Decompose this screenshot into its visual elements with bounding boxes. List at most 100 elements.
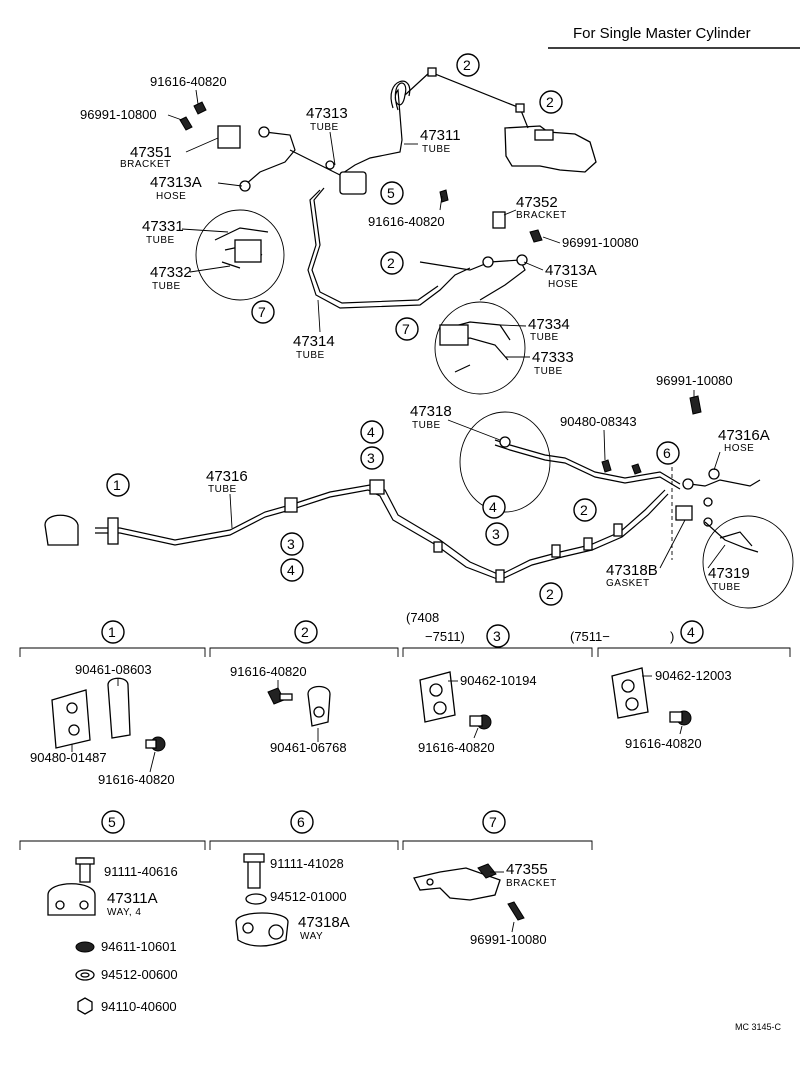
callout-2-a: 2 bbox=[456, 53, 480, 77]
callout-1: 1 bbox=[106, 473, 130, 497]
callout-2-b: 2 bbox=[539, 90, 563, 114]
svg-text:2: 2 bbox=[463, 57, 471, 73]
callouts: 2 2 5 2 7 7 1 4 3 3 4 6 4 3 2 2 bbox=[106, 53, 680, 606]
callout-2-e: 2 bbox=[539, 582, 563, 606]
label-47352: 47352 bbox=[516, 194, 558, 211]
callout-4-c: 4 bbox=[482, 495, 506, 519]
label-47318: 47318 bbox=[410, 403, 452, 420]
svg-text:3: 3 bbox=[287, 536, 295, 552]
part-91111-41028: 91111-41028 bbox=[270, 856, 344, 871]
svg-text:2: 2 bbox=[301, 624, 309, 640]
label-47311-type: TUBE bbox=[422, 144, 451, 155]
tube-47318-detail bbox=[459, 411, 551, 513]
part-90462-12003: 90462-12003 bbox=[655, 668, 732, 683]
callout-4-a: 4 bbox=[360, 420, 384, 444]
svg-text:1: 1 bbox=[108, 624, 116, 640]
label-47314: 47314 bbox=[293, 333, 335, 350]
label-47316a-type: HOSE bbox=[724, 443, 754, 454]
callout-2-c: 2 bbox=[380, 251, 404, 275]
detail-group-1: 1 90461-08603 90480-01487 91616-40820 bbox=[19, 620, 206, 787]
clip-96991-10800 bbox=[179, 116, 193, 131]
hose-47313a-left bbox=[244, 131, 296, 186]
label-47333: 47333 bbox=[532, 349, 574, 366]
svg-text:2: 2 bbox=[546, 94, 554, 110]
label-47313a-right: 47313A bbox=[545, 262, 597, 279]
part-90462-10194: 90462-10194 bbox=[460, 673, 537, 688]
clamp-90480-01487 bbox=[51, 689, 91, 749]
label-47332-type: TUBE bbox=[152, 281, 181, 292]
svg-text:4: 4 bbox=[287, 562, 295, 578]
svg-text:5: 5 bbox=[108, 814, 116, 830]
label-47351: 47351 bbox=[130, 144, 172, 161]
part-90461-08603: 90461-08603 bbox=[75, 662, 152, 677]
tube-47313 bbox=[289, 149, 341, 176]
detail-group-4: (7511− ) 4 90462-12003 91616-40820 bbox=[570, 620, 791, 751]
group-4-range-start: (7511− bbox=[570, 629, 610, 644]
detail-group-7: 7 47355 BRACKET 96991-10080 bbox=[402, 810, 593, 947]
svg-text:7: 7 bbox=[402, 321, 410, 337]
label-47333-type: TUBE bbox=[534, 366, 563, 377]
callout-7-b: 7 bbox=[395, 317, 419, 341]
nut-94110-40600 bbox=[77, 997, 93, 1015]
label-47331: 47331 bbox=[142, 218, 184, 235]
bracket-47355 bbox=[413, 867, 501, 901]
callout-5: 5 bbox=[380, 181, 404, 205]
part-47318a-type: WAY bbox=[300, 931, 323, 942]
part-96991-10080-g7: 96991-10080 bbox=[470, 932, 547, 947]
svg-text:2: 2 bbox=[580, 502, 588, 518]
part-47355-type: BRACKET bbox=[506, 878, 557, 889]
clip-96991-10080 bbox=[689, 395, 702, 415]
part-94512-01000: 94512-01000 bbox=[270, 889, 347, 904]
diagram-title: For Single Master Cylinder bbox=[573, 25, 751, 42]
tube-47316 bbox=[95, 484, 666, 576]
label-47351-type: BRACKET bbox=[120, 159, 171, 170]
label-96991-10080-b: 96991-10080 bbox=[656, 373, 733, 388]
label-91616-40820-a: 91616-40820 bbox=[150, 74, 227, 89]
clamp-90461-06768 bbox=[307, 685, 331, 727]
svg-text:4: 4 bbox=[367, 424, 375, 440]
callout-6: 6 bbox=[656, 441, 680, 465]
bracket-47352 bbox=[492, 211, 506, 229]
way-47311a bbox=[47, 883, 96, 916]
part-91616-40820-g2: 91616-40820 bbox=[230, 664, 307, 679]
group-4-range-end: ) bbox=[670, 629, 674, 644]
part-91111-40616: 91111-40616 bbox=[104, 864, 178, 879]
detail-group-2: 2 91616-40820 90461-06768 bbox=[209, 620, 399, 755]
label-47318b: 47318B bbox=[606, 562, 658, 579]
clamp-90462-10194 bbox=[419, 671, 456, 723]
label-47313-type: TUBE bbox=[310, 122, 339, 133]
label-96991-10800: 96991-10800 bbox=[80, 107, 157, 122]
svg-text:1: 1 bbox=[113, 477, 121, 493]
upper-labels: 91616-40820 96991-10800 47351 BRACKET 47… bbox=[80, 74, 770, 593]
svg-text:5: 5 bbox=[387, 185, 395, 201]
label-47318-type: TUBE bbox=[412, 420, 441, 431]
detail-group-5: 5 91111-40616 47311A WAY, 4 94611-10601 … bbox=[19, 810, 206, 1015]
label-91616-40820-b: 91616-40820 bbox=[368, 214, 445, 229]
svg-text:4: 4 bbox=[489, 499, 497, 515]
way-joint-5 bbox=[339, 171, 367, 195]
clamp-90462-12003 bbox=[611, 667, 649, 719]
label-47314-type: TUBE bbox=[296, 350, 325, 361]
label-47316: 47316 bbox=[206, 468, 248, 485]
label-47316a: 47316A bbox=[718, 427, 770, 444]
label-47313: 47313 bbox=[306, 105, 348, 122]
label-47352-type: BRACKET bbox=[516, 210, 567, 221]
diagram-code: MC 3145-C bbox=[735, 1022, 782, 1032]
svg-text:2: 2 bbox=[387, 255, 395, 271]
label-47311: 47311 bbox=[420, 127, 461, 144]
callout-3-a: 3 bbox=[360, 446, 384, 470]
part-47311a: 47311A bbox=[107, 890, 158, 907]
svg-text:7: 7 bbox=[258, 304, 266, 320]
svg-text:4: 4 bbox=[687, 624, 695, 640]
bracket-47351 bbox=[217, 125, 241, 149]
part-47355: 47355 bbox=[506, 861, 548, 878]
callout-7-a: 7 bbox=[251, 300, 275, 324]
clip-96991-10080-g7 bbox=[507, 901, 525, 921]
label-47313a-left-type: HOSE bbox=[156, 191, 186, 202]
label-90480-08343: 90480-08343 bbox=[560, 414, 637, 429]
label-47318b-type: GASKET bbox=[606, 578, 650, 589]
bolt-91616-40820 bbox=[193, 101, 207, 115]
tube-to-mc bbox=[404, 71, 529, 129]
right-front-wheel-detail bbox=[434, 301, 526, 395]
part-90480-01487: 90480-01487 bbox=[30, 750, 107, 765]
